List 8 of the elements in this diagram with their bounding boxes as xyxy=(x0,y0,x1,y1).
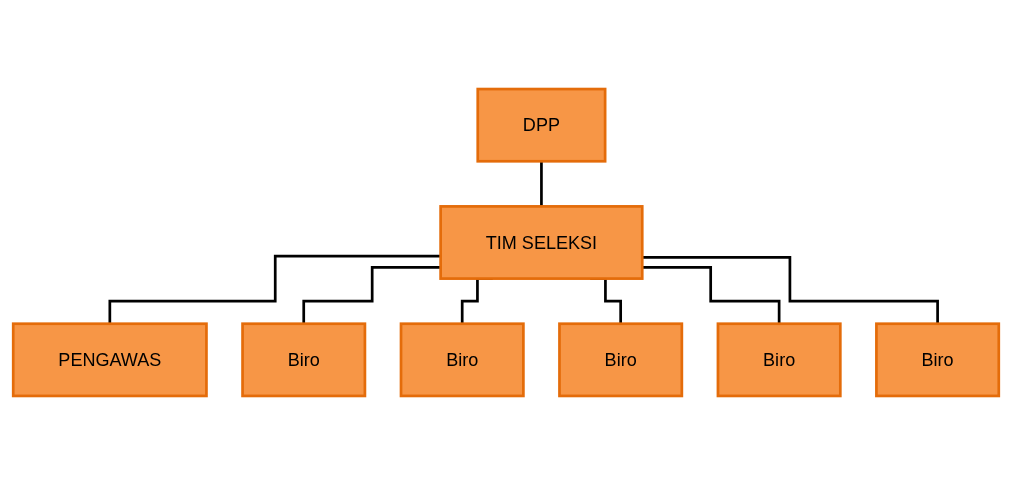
node-box: Biro xyxy=(716,322,842,398)
node-box: DPP xyxy=(475,87,606,163)
node-box: Biro xyxy=(240,322,366,398)
node-box: TIM SELEKSI xyxy=(438,205,644,280)
node-box: Biro xyxy=(557,322,683,398)
node-box: Biro xyxy=(874,322,1000,398)
node-box: PENGAWAS xyxy=(11,322,208,398)
node-box: Biro xyxy=(399,322,525,398)
